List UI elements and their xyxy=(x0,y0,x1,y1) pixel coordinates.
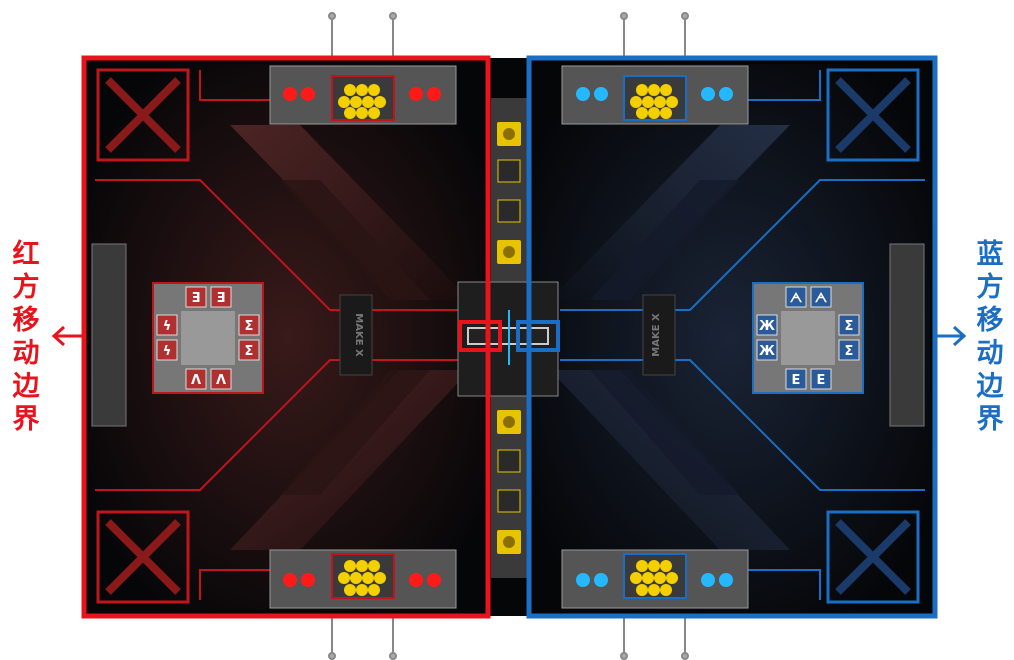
red-pad-glyph: Σ xyxy=(245,319,254,334)
blue-pad-glyph: ᗅ xyxy=(815,291,828,306)
blue-pad-glyph: Σ xyxy=(845,344,854,359)
blue-logo-text: MAKE X xyxy=(651,313,662,357)
red-pad-glyph: Ʌ xyxy=(216,373,226,388)
blue-center-pad: ᗅ ᗅ Ж Ж Σ Σ E E xyxy=(753,283,863,393)
red-logo-text: MAKE X xyxy=(353,313,364,357)
red-makex-logo: MAKE X xyxy=(340,295,372,375)
red-pad-glyph: Ǝ xyxy=(217,291,226,306)
blue-pad-glyph: E xyxy=(817,373,826,388)
red-bottom-station xyxy=(270,550,456,608)
red-side-dock xyxy=(92,244,126,426)
blue-pad-glyph: ᗅ xyxy=(790,291,803,306)
red-pad-glyph: Ǝ xyxy=(192,291,201,306)
red-pad-glyph: ϟ xyxy=(163,319,172,334)
red-pad-glyph: ϟ xyxy=(163,344,172,359)
blue-makex-logo: MAKE X xyxy=(643,295,675,375)
blue-pad-glyph: Σ xyxy=(845,319,854,334)
blue-pad-glyph: Ж xyxy=(759,344,775,359)
blue-top-station xyxy=(562,66,748,124)
red-pad-glyph: Ʌ xyxy=(191,373,201,388)
red-top-station xyxy=(270,66,456,124)
blue-pad-glyph: E xyxy=(792,373,801,388)
blue-bottom-station xyxy=(562,550,748,608)
red-center-pad: Ǝ Ǝ ϟ ϟ Ʌ Ʌ Σ Σ xyxy=(153,283,263,393)
red-pad-glyph: Σ xyxy=(245,344,254,359)
blue-side-dock xyxy=(890,244,924,426)
blue-pad-glyph: Ж xyxy=(759,319,775,334)
blue-arrow-icon xyxy=(937,327,964,345)
red-arrow-icon xyxy=(54,327,82,345)
